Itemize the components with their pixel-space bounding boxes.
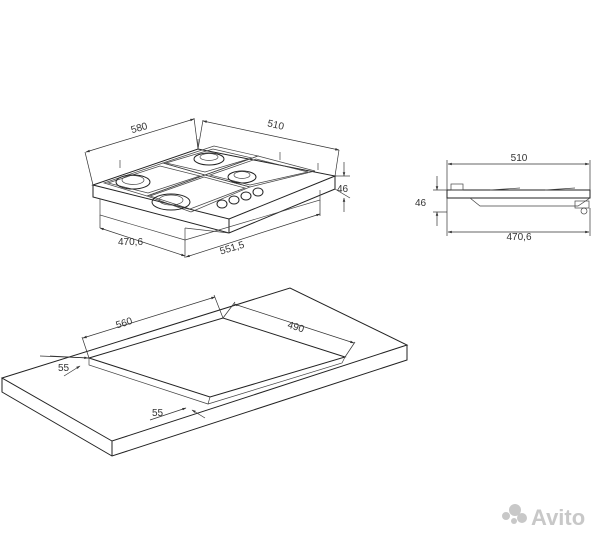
dim-hob-inner-width: 551,5	[185, 200, 321, 258]
dim-hob-depth: 510	[197, 118, 340, 177]
dim-hob-height: 46	[334, 162, 351, 212]
dim-side-inner-depth: 470,6	[446, 198, 591, 243]
watermark-text: Avito	[531, 505, 585, 530]
dim-cutout-margin-front: 55	[39, 355, 90, 377]
label-551-5: 551,5	[219, 240, 247, 258]
hob-side-view	[446, 183, 591, 215]
dim-side-height: 46	[415, 176, 447, 226]
dim-side-depth: 510	[446, 153, 591, 190]
avito-logo-icon	[502, 512, 510, 520]
dim-hob-width: 580	[84, 117, 199, 186]
dim-cutout-width: 560	[81, 294, 224, 359]
label-490: 490	[286, 320, 306, 336]
dim-cutout-depth: 490	[222, 301, 356, 358]
label-510-top: 510	[266, 118, 285, 133]
label-46-top: 46	[337, 184, 349, 195]
label-55-front: 55	[58, 363, 70, 374]
dim-hob-inner-depth: 470,6	[99, 215, 186, 258]
label-510-side: 510	[511, 153, 528, 164]
label-580: 580	[130, 121, 149, 136]
label-46-side: 46	[415, 198, 427, 209]
hob-perspective-view	[91, 139, 337, 241]
label-470-6-side: 470,6	[506, 232, 531, 243]
dim-cutout-margin-side: 55	[149, 407, 206, 421]
label-560: 560	[115, 316, 135, 332]
label-55-side: 55	[152, 408, 164, 419]
watermark: Avito	[502, 504, 585, 530]
label-470-6-top: 470,6	[118, 237, 143, 248]
